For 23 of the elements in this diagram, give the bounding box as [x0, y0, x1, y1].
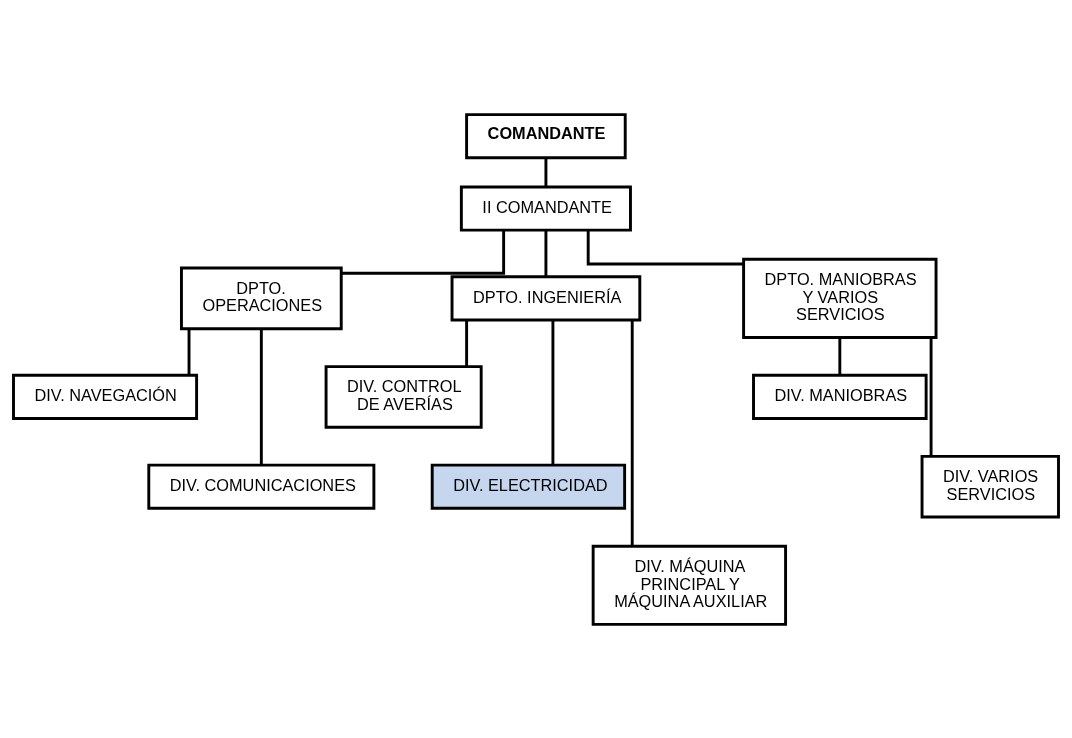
node-box: II COMANDANTE [459, 185, 632, 232]
connector [544, 157, 548, 187]
connector [630, 319, 634, 546]
connector [465, 319, 469, 366]
connector [544, 229, 548, 276]
connector [341, 229, 506, 275]
node-box: DIV. ELECTRICIDAD [430, 463, 627, 510]
node-box: DIV. MÁQUINA PRINCIPAL Y MÁQUINA AUXILIAR [591, 544, 788, 626]
connector [929, 337, 933, 456]
connector [586, 229, 744, 265]
connector [551, 319, 555, 465]
node-box: DPTO. INGENIERÍA [450, 274, 642, 321]
node-box: DIV. COMUNICACIONES [147, 463, 376, 510]
node-box: DIV. CONTROL DE AVERÍAS [324, 364, 483, 429]
node-box: DIV. NAVEGACIÓN [12, 373, 199, 420]
node-box: COMANDANTE [465, 112, 627, 159]
connector [838, 337, 842, 375]
node-box: DPTO. OPERACIONES [180, 266, 343, 330]
connector [259, 328, 263, 465]
node-box: DIV. VARIOS SERVICIOS [920, 454, 1060, 518]
connector [187, 328, 191, 375]
node-box: DIV. MANIOBRAS [752, 373, 928, 420]
node-box: DPTO. MANIOBRAS Y VARIOS SERVICIOS [742, 257, 938, 339]
